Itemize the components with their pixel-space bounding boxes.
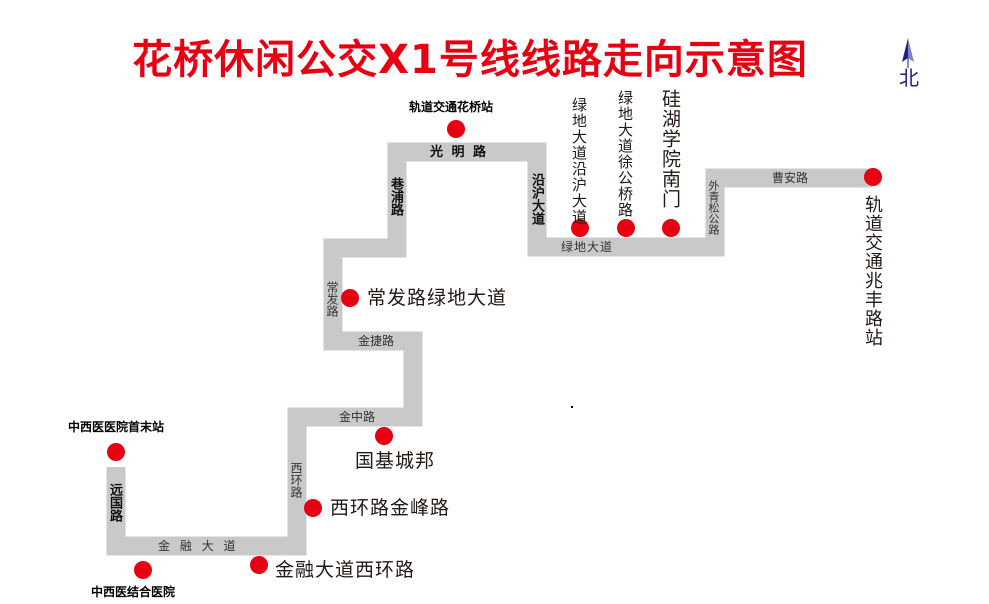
station-label-s4: 西环路金峰路 (330, 497, 451, 519)
station-dot-s7[interactable] (447, 120, 465, 138)
station-label-s7: 轨道交通花桥站 (409, 100, 494, 114)
station-dot-s6[interactable] (341, 289, 359, 307)
station-dot-s9[interactable] (617, 219, 635, 237)
road-label-yuanguo: 远国路 (107, 483, 122, 522)
station-dot-s8[interactable] (571, 219, 589, 237)
station-markers (107, 120, 882, 579)
station-label-s10: 硅湖学院南门 (659, 89, 681, 209)
road-label-lvdi: 绿地大道 (561, 240, 614, 254)
map-title: 花桥休闲公交X1号线线路走向示意图 (132, 37, 808, 83)
road-label-guangming: 光 明 路 (430, 145, 489, 160)
road-label-caoan: 曹安路 (772, 171, 809, 185)
road-label-jinrong: 金 融 大 道 (158, 539, 239, 553)
station-label-s9: 绿地大道徐公桥路 (616, 90, 634, 218)
road-label-xiangpu: 巷浦路 (388, 177, 403, 216)
road-label-waiqingsong: 外青松公路 (707, 180, 720, 235)
station-label-s8: 绿地大道沿沪大道 (570, 97, 588, 225)
station-dot-s5[interactable] (375, 427, 393, 445)
station-dot-s2[interactable] (134, 561, 152, 579)
station-dot-s1[interactable] (107, 443, 125, 461)
road-label-jinzhong: 金中路 (339, 410, 376, 424)
station-label-s5: 国基城邦 (355, 450, 436, 472)
road-label-yanhu: 沿沪大道 (529, 173, 544, 225)
north-label: 北 (899, 66, 919, 90)
station-dot-s10[interactable] (662, 219, 680, 237)
bus-route-road (106, 142, 872, 556)
road-label-xihuan: 西环路 (289, 462, 303, 498)
north-arrow-icon (902, 38, 914, 68)
station-label-s6: 常发路绿地大道 (367, 287, 508, 309)
station-label-s2: 中西医结合医院 (91, 585, 176, 599)
station-label-s1: 中西医医院首末站 (68, 420, 165, 434)
road-label-changfa: 常发路 (325, 281, 339, 317)
station-dot-s3[interactable] (250, 556, 268, 574)
road-label-jinjie: 金捷路 (358, 334, 395, 348)
station-label-s3: 金融大道西环路 (275, 559, 416, 581)
stray-dot (571, 406, 573, 408)
station-label-s11: 轨道交通兆丰路站 (862, 195, 883, 347)
station-dot-s11[interactable] (864, 168, 882, 186)
station-dot-s4[interactable] (304, 499, 322, 517)
